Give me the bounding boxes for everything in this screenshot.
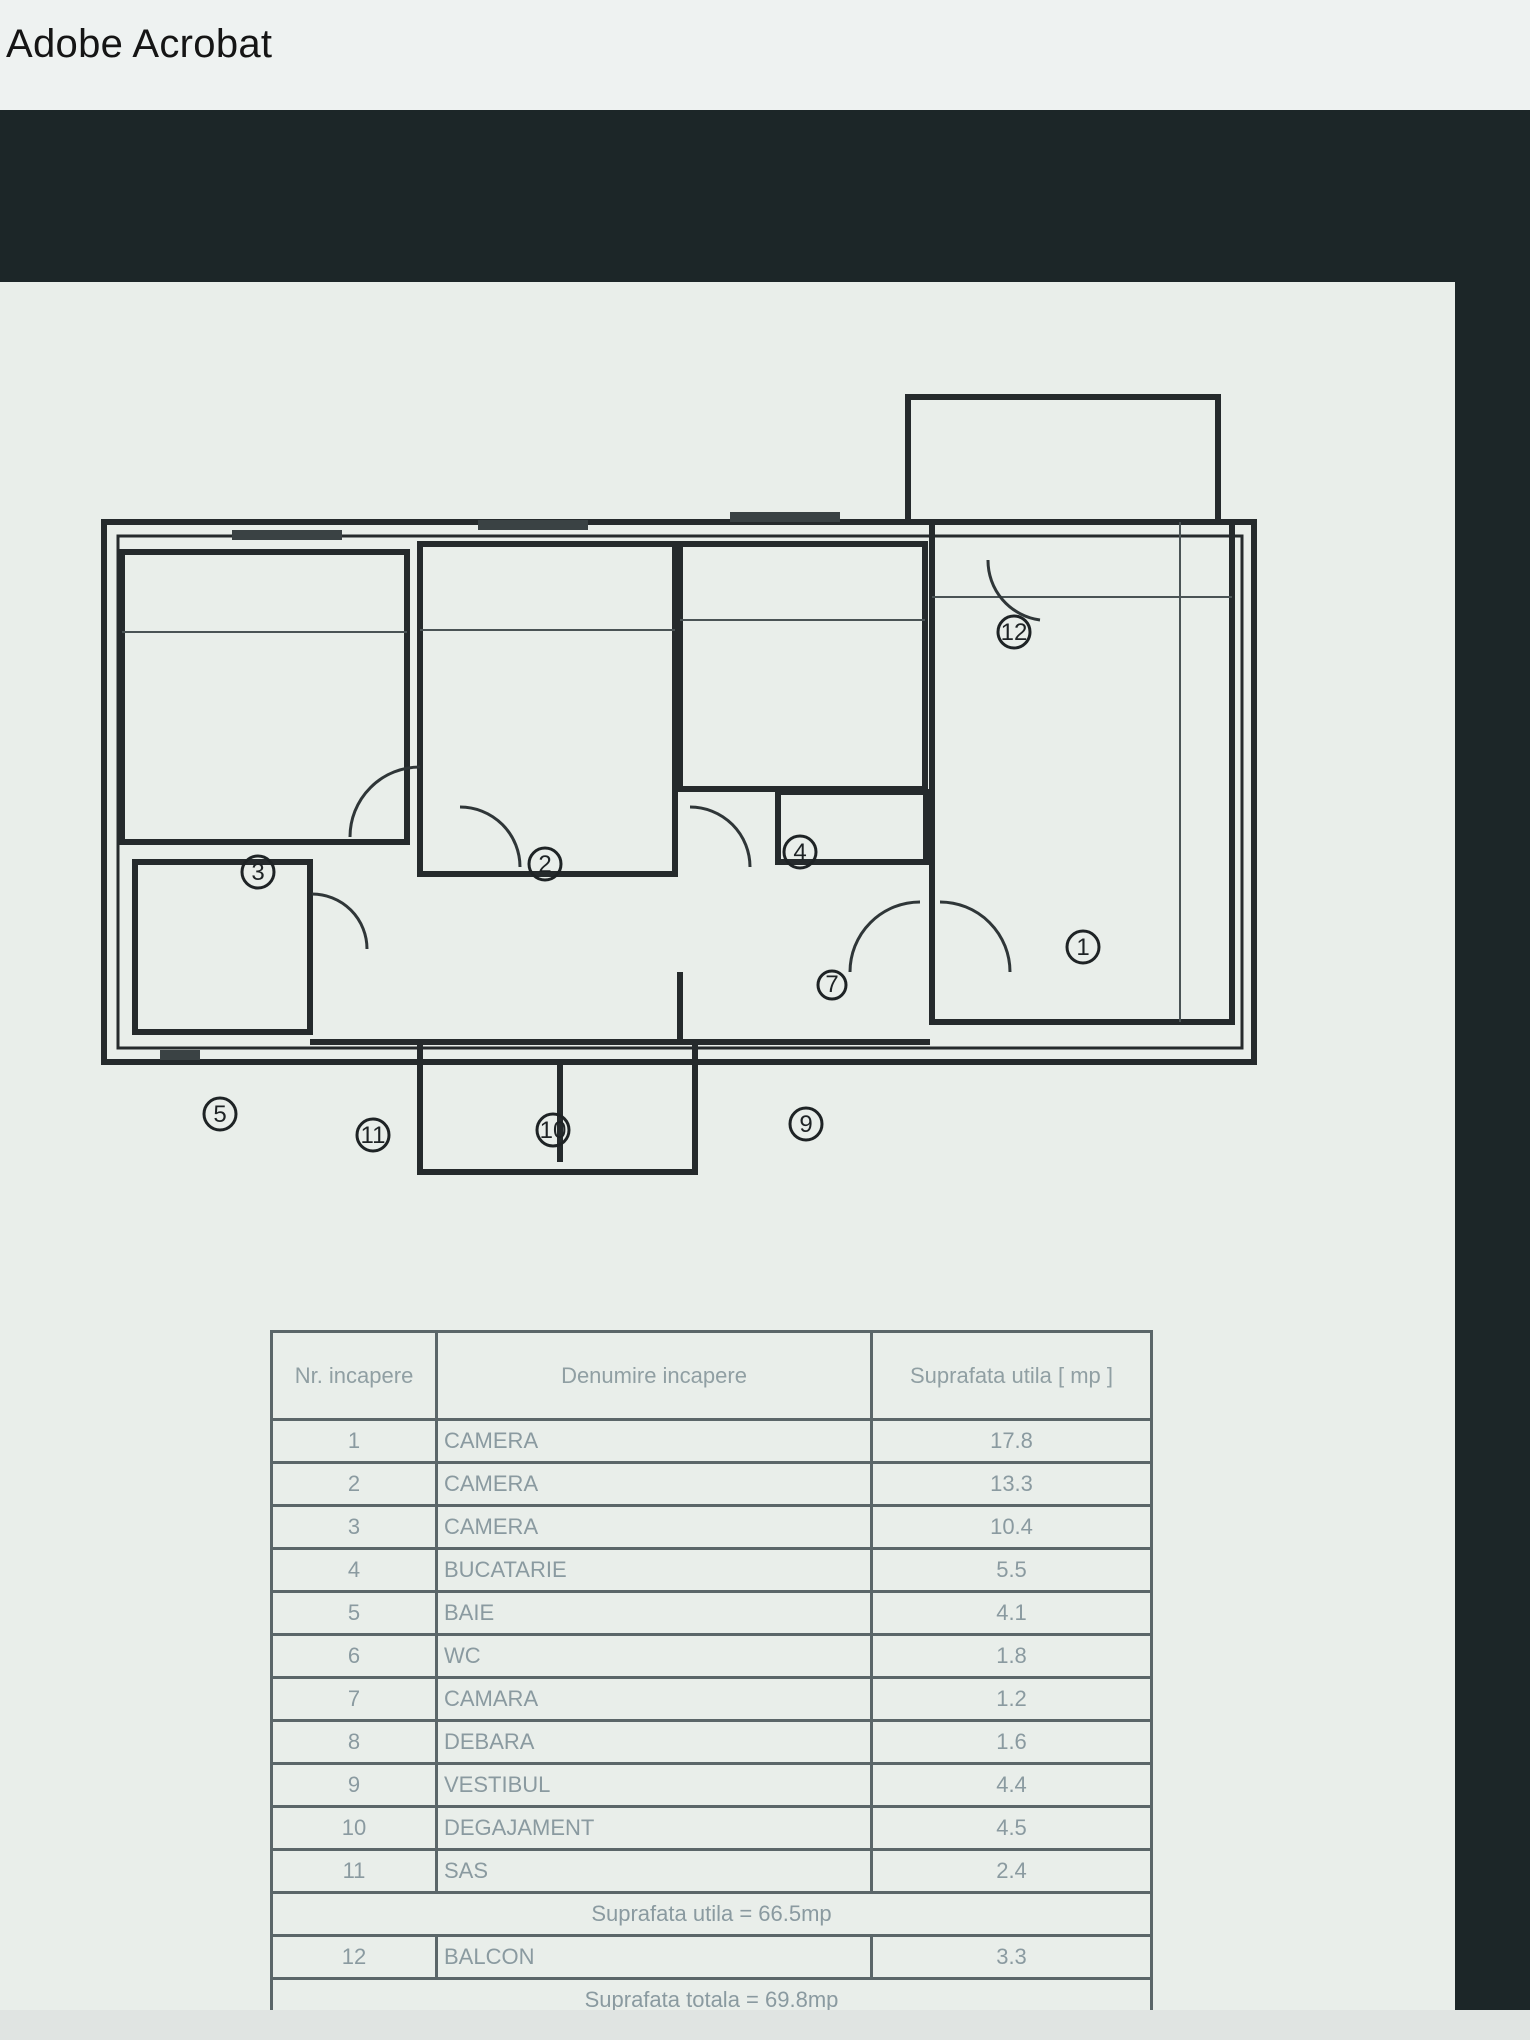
room-marker-7: 7: [825, 971, 838, 998]
app-title: Adobe Acrobat: [6, 22, 273, 66]
cell-nr: 7: [270, 1676, 438, 1722]
cell-nr: 11: [270, 1848, 438, 1894]
cell-area: 10.4: [870, 1504, 1153, 1550]
bottom-band: [0, 2010, 1530, 2040]
room-area-table: Nr. incapere Denumire incapere Suprafata…: [270, 1330, 1153, 2023]
room-marker-3: 3: [251, 859, 264, 886]
cell-name: CAMERA: [435, 1418, 873, 1464]
cell-name: CAMERA: [435, 1504, 873, 1550]
room-marker-4: 4: [793, 839, 806, 866]
cell-name: BALCON: [435, 1934, 873, 1980]
cell-nr: 1: [270, 1418, 438, 1464]
document-viewer[interactable]: 1 2 3 4 5 6 7 9 10 11 12: [0, 110, 1530, 2023]
header-name: Denumire incapere: [435, 1330, 873, 1421]
room-marker-1: 1: [1076, 934, 1089, 961]
cell-nr: 6: [270, 1633, 438, 1679]
cell-name: VESTIBUL: [435, 1762, 873, 1808]
cell-area: 4.4: [870, 1762, 1153, 1808]
cell-nr: 5: [270, 1590, 438, 1636]
cell-name: CAMARA: [435, 1676, 873, 1722]
cell-area: 1.6: [870, 1719, 1153, 1765]
room-marker-5: 5: [213, 1101, 226, 1128]
cell-name: CAMERA: [435, 1461, 873, 1507]
cell-area: 4.1: [870, 1590, 1153, 1636]
cell-nr: 4: [270, 1547, 438, 1593]
cell-name: BAIE: [435, 1590, 873, 1636]
cell-name: WC: [435, 1633, 873, 1679]
cell-name: DEGAJAMENT: [435, 1805, 873, 1851]
cell-area: 1.2: [870, 1676, 1153, 1722]
cell-nr: 8: [270, 1719, 438, 1765]
title-bar: Adobe Acrobat: [0, 0, 1530, 110]
cell-name: DEBARA: [435, 1719, 873, 1765]
room-marker-10: 10: [540, 1117, 567, 1144]
cell-nr: 3: [270, 1504, 438, 1550]
room-marker-9: 9: [799, 1111, 812, 1138]
cell-nr: 12: [270, 1934, 438, 1980]
floor-plan: 1 2 3 4 5 6 7 9 10 11 12: [101, 394, 1257, 1175]
room-marker-12: 12: [1001, 619, 1028, 646]
cell-name: SAS: [435, 1848, 873, 1894]
cell-area: 13.3: [870, 1461, 1153, 1507]
pdf-page[interactable]: 1 2 3 4 5 6 7 9 10 11 12: [0, 282, 1455, 2023]
cell-area: 3.3: [870, 1934, 1153, 1980]
header-area: Suprafata utila [ mp ]: [870, 1330, 1153, 1421]
cell-area: 5.5: [870, 1547, 1153, 1593]
cell-nr: 10: [270, 1805, 438, 1851]
cell-area: 1.8: [870, 1633, 1153, 1679]
cell-area: 2.4: [870, 1848, 1153, 1894]
cell-area: 17.8: [870, 1418, 1153, 1464]
subtotal-row: Suprafata utila = 66.5mp: [270, 1891, 1153, 1937]
room-marker-2: 2: [538, 851, 551, 878]
cell-name: BUCATARIE: [435, 1547, 873, 1593]
cell-area: 4.5: [870, 1805, 1153, 1851]
cell-nr: 9: [270, 1762, 438, 1808]
table-header-row: Nr. incapere Denumire incapere Suprafata…: [270, 1330, 1153, 1421]
subtotal-cell: Suprafata utila = 66.5mp: [270, 1891, 1153, 1937]
room-marker-11: 11: [361, 1122, 386, 1149]
cell-nr: 2: [270, 1461, 438, 1507]
header-nr: Nr. incapere: [270, 1330, 438, 1421]
